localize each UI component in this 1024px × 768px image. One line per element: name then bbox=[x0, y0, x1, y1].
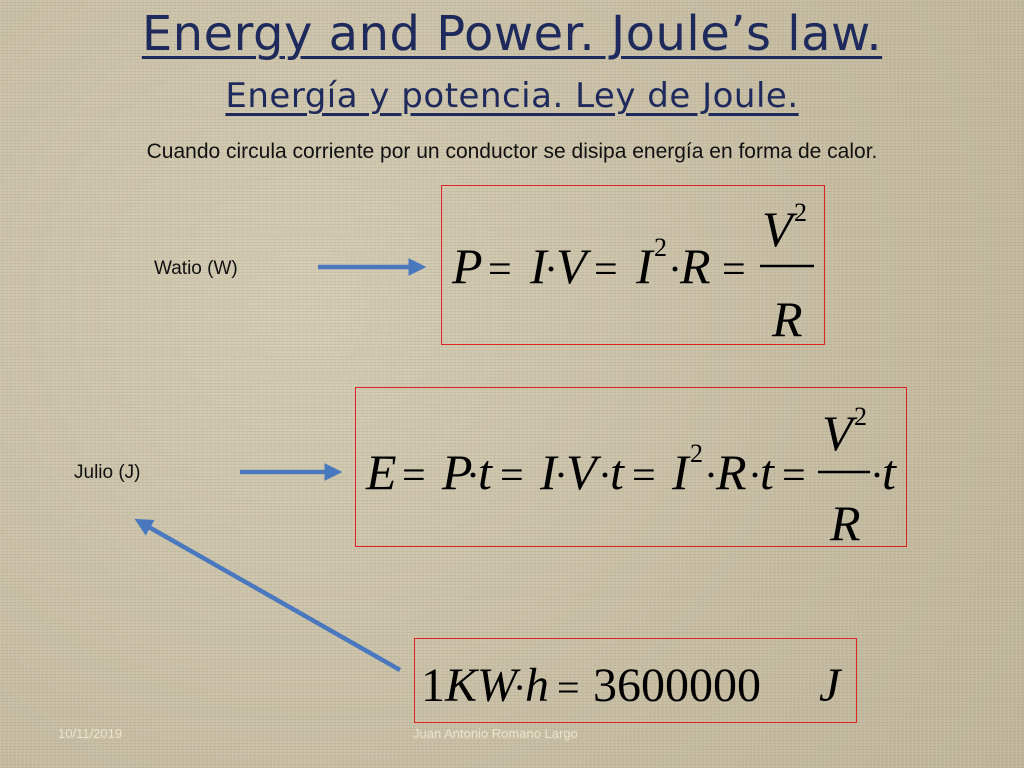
energy-V: V bbox=[566, 444, 602, 500]
kwh-J: J bbox=[819, 659, 843, 712]
energy-P: P bbox=[441, 444, 473, 500]
energy-dot-5: · bbox=[748, 453, 762, 499]
power-V: V bbox=[556, 238, 592, 294]
power-eq-2: = bbox=[594, 247, 618, 293]
kwh-one: 1 bbox=[421, 659, 445, 712]
energy-E: E bbox=[365, 444, 397, 500]
power-unit-label: Watio (W) bbox=[154, 258, 238, 279]
kwh-value: 3600000 bbox=[593, 659, 761, 712]
energy-t-3: t bbox=[760, 444, 775, 500]
energy-dot-1: · bbox=[466, 453, 480, 499]
energy-V-num: V bbox=[822, 405, 858, 461]
energy-unit-label: Julio (J) bbox=[74, 462, 141, 483]
kwh-h: h bbox=[525, 659, 549, 712]
power-I-1: I bbox=[529, 238, 549, 294]
energy-I-2: I bbox=[671, 444, 691, 500]
energy-eq-1: = bbox=[402, 453, 426, 499]
arrow-kwh-to-julio bbox=[134, 518, 402, 672]
energy-R-1: R bbox=[715, 444, 747, 500]
power-I-2: I bbox=[635, 238, 655, 294]
energy-eq-2: = bbox=[500, 453, 524, 499]
kwh-conversion-box: 1 KW · h = 3600000 J bbox=[414, 638, 857, 723]
kwh-dot: · bbox=[513, 665, 526, 710]
power-formula-box: P = I · V = I 2 · R = V 2 R bbox=[441, 185, 825, 346]
power-sup-2-b: 2 bbox=[794, 198, 807, 227]
power-R-den: R bbox=[771, 291, 803, 346]
slide-title: Energy and Power. Joule’s law. bbox=[141, 6, 883, 62]
power-V-num: V bbox=[762, 201, 798, 257]
slide-subtitle: Energía y potencia. Ley de Joule. bbox=[225, 76, 799, 116]
energy-t-1: t bbox=[478, 444, 493, 500]
power-sup-2-a: 2 bbox=[654, 233, 667, 262]
footer-date: 10/11/2019 bbox=[58, 726, 123, 741]
energy-eq-3: = bbox=[632, 453, 656, 499]
footer-author: Juan Antonio Romano Largo bbox=[413, 726, 578, 741]
power-P: P bbox=[451, 238, 483, 294]
energy-dot-6: · bbox=[870, 453, 884, 499]
energy-sup-2-a: 2 bbox=[690, 439, 703, 468]
energy-t-4: t bbox=[882, 444, 897, 500]
energy-formula-box: E = P · t = I · V · t = I 2 · R · t = V … bbox=[355, 387, 907, 548]
energy-I-1: I bbox=[539, 444, 559, 500]
energy-eq-4: = bbox=[782, 453, 806, 499]
energy-dot-2: · bbox=[554, 453, 568, 499]
kwh-KW: KW bbox=[444, 659, 521, 712]
energy-sup-2-b: 2 bbox=[854, 402, 867, 431]
energy-R-den: R bbox=[829, 495, 861, 548]
intro-text: Cuando circula corriente por un conducto… bbox=[146, 140, 878, 163]
kwh-eq: = bbox=[557, 665, 580, 710]
power-eq-1: = bbox=[488, 247, 512, 293]
energy-dot-3: · bbox=[598, 453, 612, 499]
power-R-1: R bbox=[679, 238, 711, 294]
energy-t-2: t bbox=[610, 444, 625, 500]
power-eq-3: = bbox=[722, 247, 746, 293]
energy-dot-4: · bbox=[704, 453, 718, 499]
power-dot-1: · bbox=[544, 247, 558, 293]
power-dot-2: · bbox=[668, 247, 682, 293]
